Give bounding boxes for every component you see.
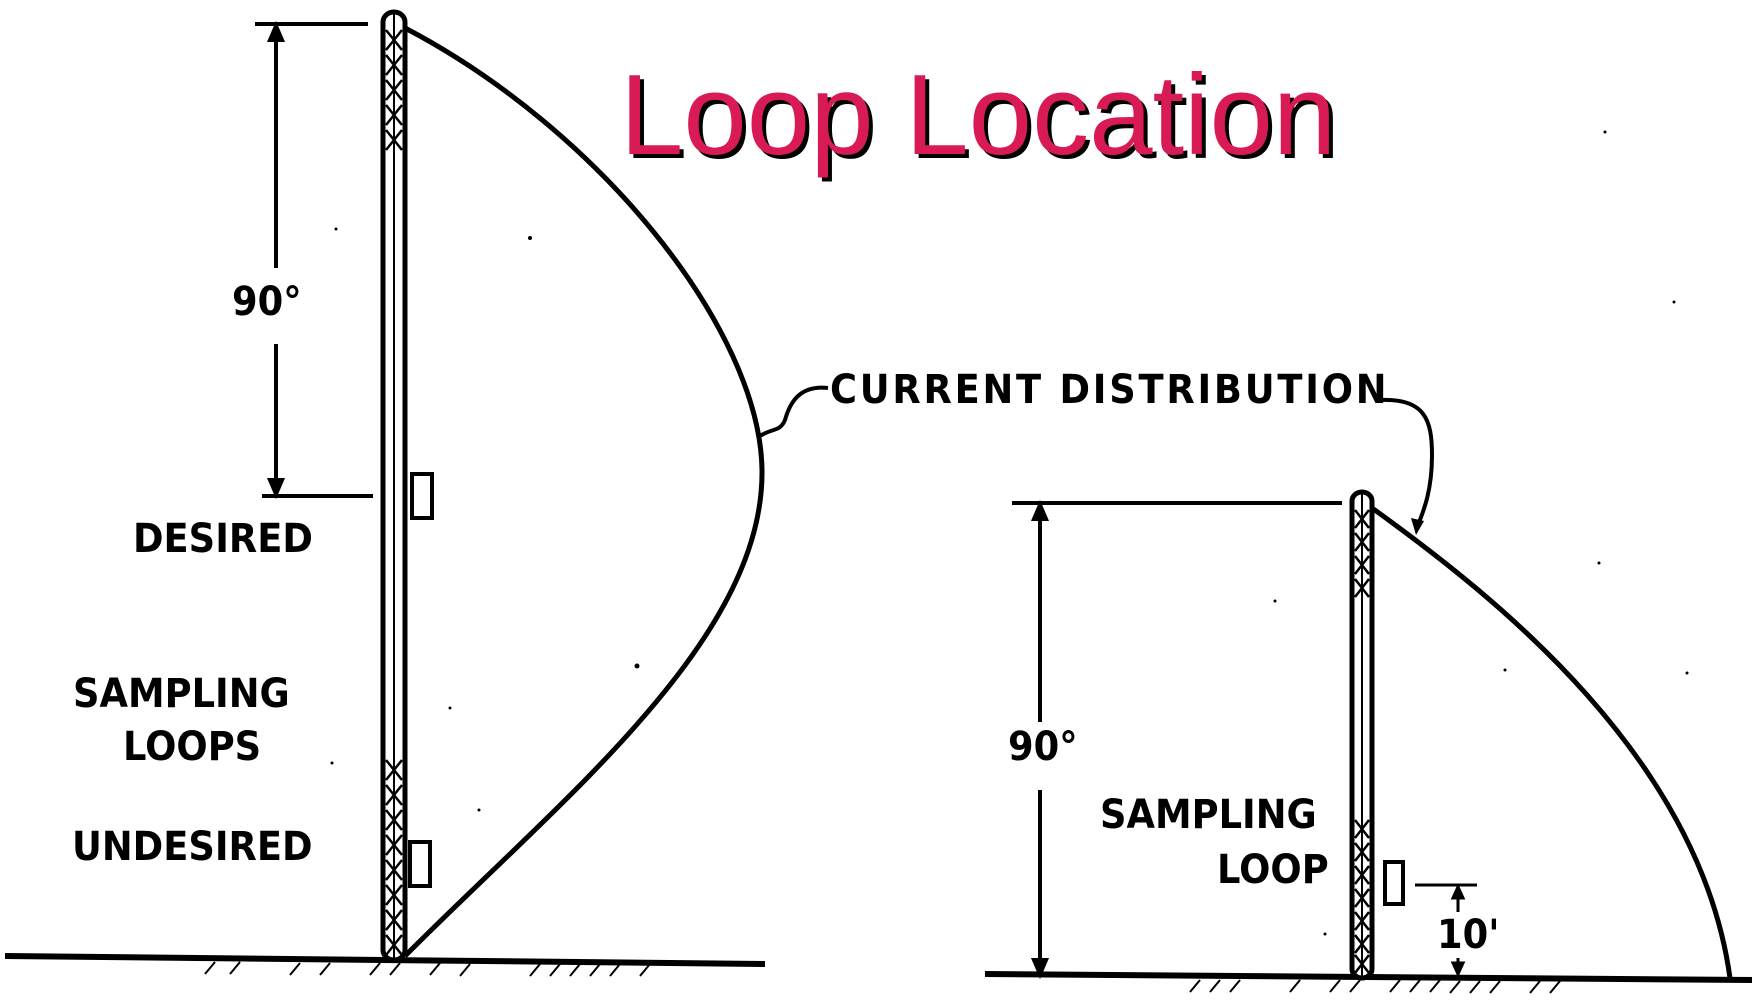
right-sampling-loop [1383,860,1405,906]
scan-specks [330,130,1689,936]
sampling-loops-label-line1: SAMPLING [73,671,290,717]
right-leader-arrow [1379,397,1435,526]
right-dimension [1012,499,1342,980]
current-distribution-label: CURRENT DISTRIBUTION [830,367,1390,413]
height-label: 10' [1437,912,1500,958]
right-current-curve [1370,505,1733,979]
sampling-loop-label-line1: SAMPLING [1100,792,1317,838]
sampling-loops-label-line2: LOOPS [123,724,262,770]
left-current-curve [403,25,765,958]
right-arrow-head [1411,518,1424,535]
left-undesired-loop [408,840,432,888]
page-title: Loop Location [620,52,1337,179]
right-angle-label: 90° [1008,724,1078,770]
right-tower [1349,489,1375,981]
desired-label: DESIRED [133,516,313,562]
left-dimension [255,20,373,500]
left-angle-label: 90° [232,279,302,325]
left-desired-loop [410,472,434,520]
sampling-loop-label-line2: LOOP [1217,847,1329,893]
left-leader-arrow [758,385,829,438]
undesired-label: UNDESIRED [72,824,313,870]
left-tower [380,9,408,963]
height-dimension [1415,883,1477,978]
left-ground [4,953,766,977]
